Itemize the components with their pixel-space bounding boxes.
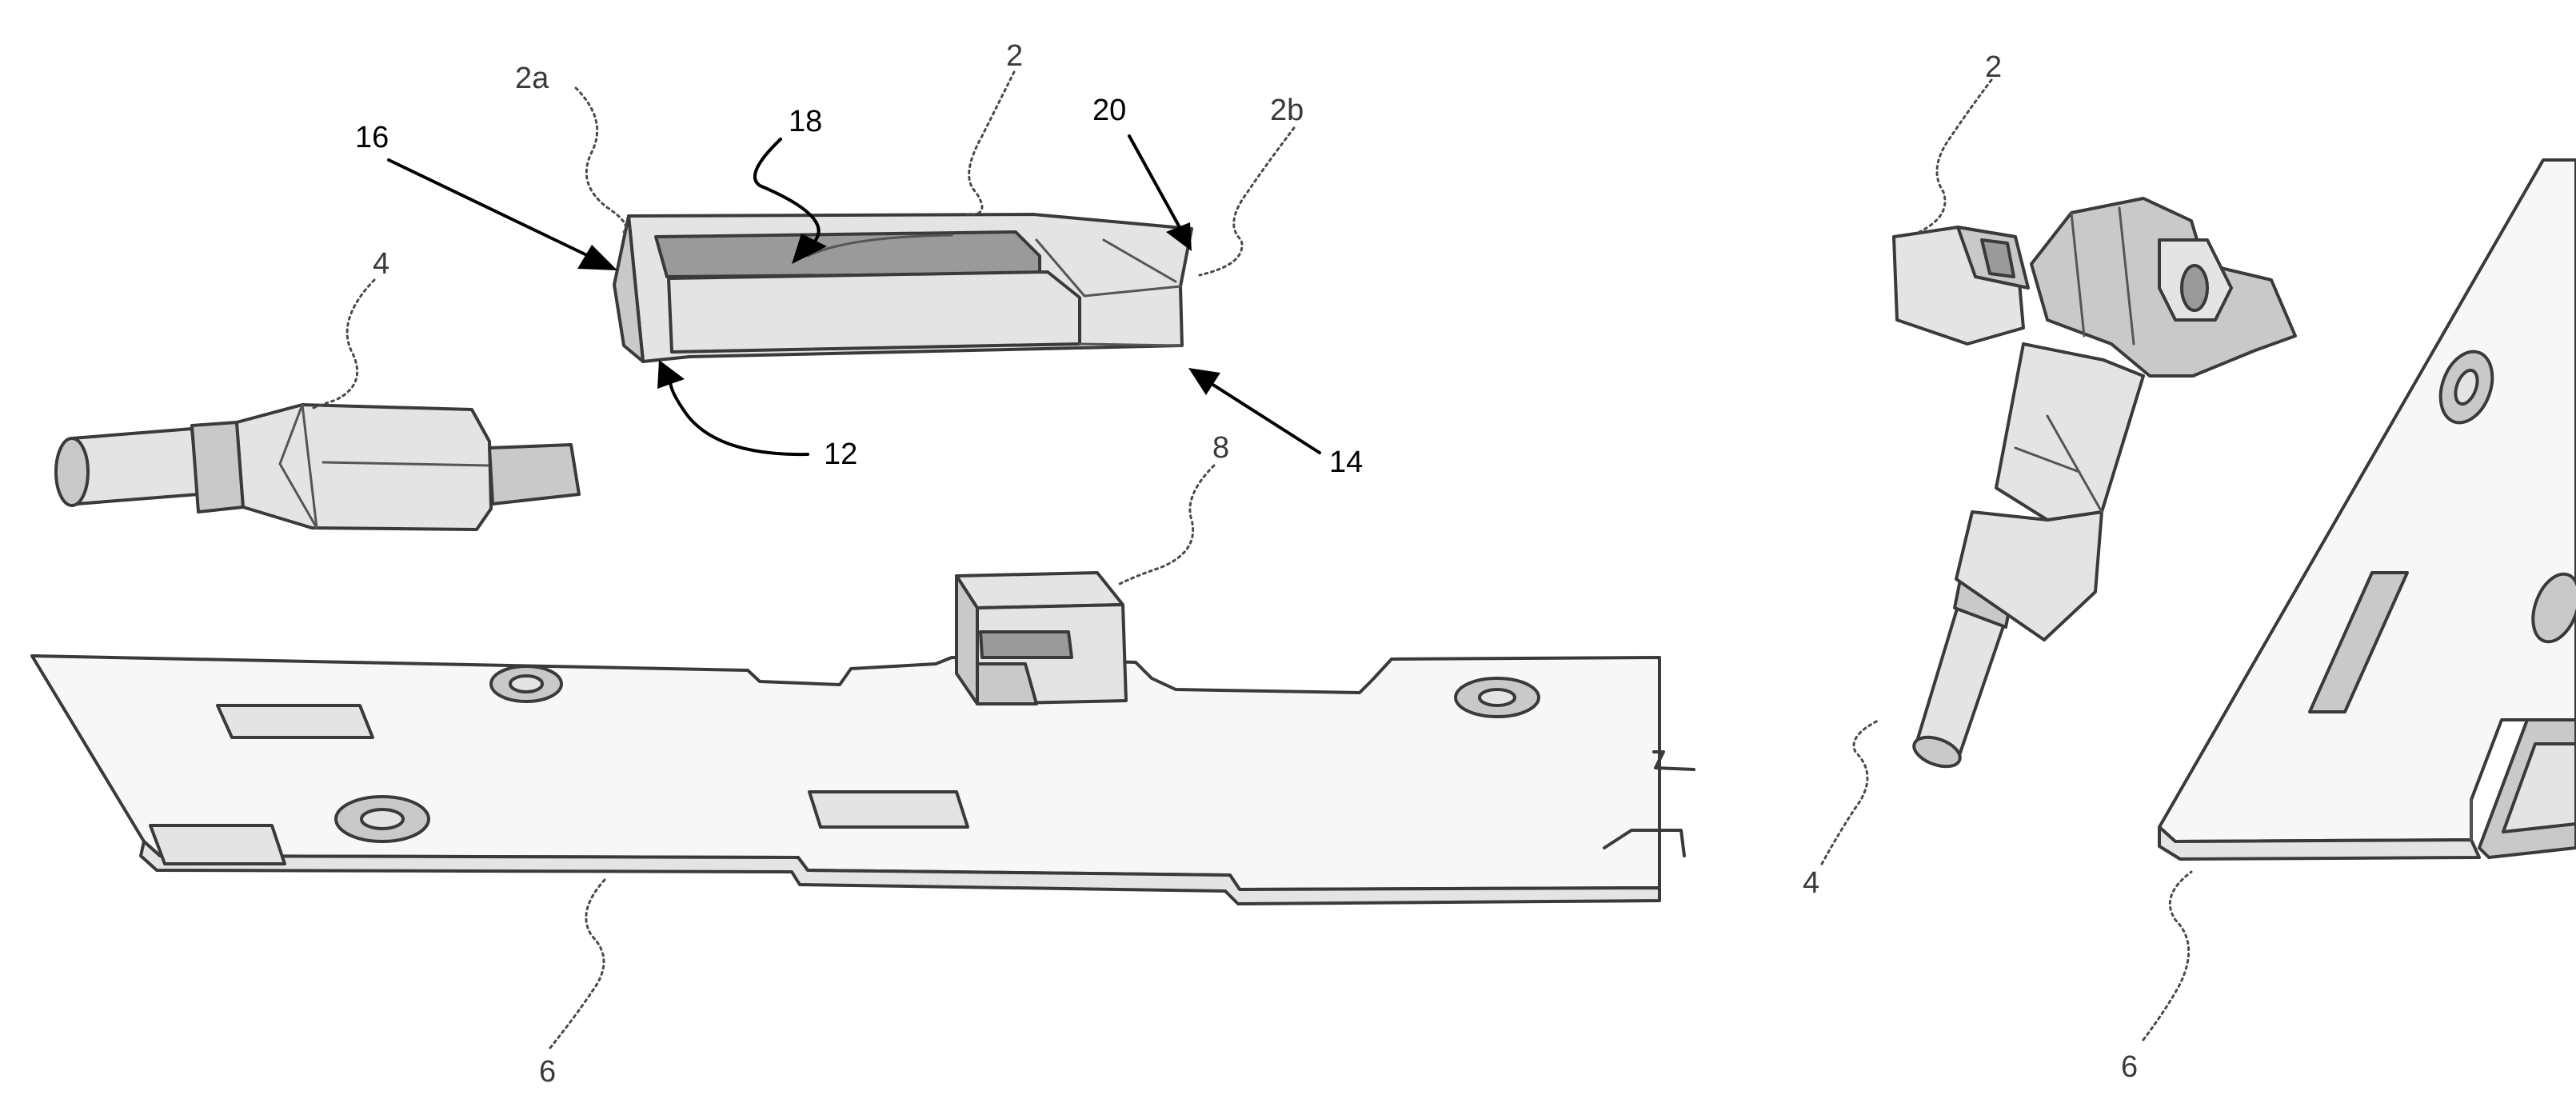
- label-6-right: 6: [2121, 1050, 2138, 1084]
- label-2-left: 2: [1006, 39, 1023, 73]
- label-14: 14: [1329, 446, 1363, 479]
- arrow-14: [1188, 368, 1320, 453]
- label-8: 8: [1212, 431, 1229, 465]
- left-housing: [614, 214, 1192, 362]
- arrow-16: [389, 160, 617, 270]
- label-4-right: 4: [1803, 866, 1819, 900]
- label-6-left: 6: [539, 1055, 556, 1089]
- leader-6-left: [550, 880, 605, 1048]
- left-latch: [957, 573, 1126, 704]
- right-housing: [1894, 198, 2295, 376]
- leader-2b: [1200, 128, 1294, 275]
- leader-4-left: [314, 280, 374, 408]
- leader-6-right: [2143, 872, 2191, 1040]
- label-2a: 2a: [515, 62, 549, 95]
- label-18: 18: [789, 105, 822, 138]
- left-view: 2a 2 2b 16 18 20 4 12 14 8 6: [32, 39, 1694, 1089]
- label-4-left: 4: [373, 247, 389, 281]
- leader-2-left: [968, 72, 1014, 214]
- leader-2-right: [1919, 80, 1991, 232]
- leader-4-right: [1822, 720, 1879, 864]
- right-view: 2 4 6: [1803, 50, 2576, 1084]
- label-12: 12: [824, 438, 857, 471]
- leader-2a: [576, 88, 626, 232]
- label-2b: 2b: [1270, 94, 1304, 127]
- arrow-12: [657, 360, 808, 454]
- leader-8: [1120, 466, 1214, 584]
- label-16: 16: [355, 121, 389, 154]
- left-connector: [56, 405, 579, 530]
- left-plate: [32, 656, 1694, 904]
- label-20: 20: [1092, 94, 1126, 127]
- right-plate: [2159, 160, 2576, 859]
- right-connector: [1910, 344, 2143, 772]
- label-2-right: 2: [1985, 50, 2002, 84]
